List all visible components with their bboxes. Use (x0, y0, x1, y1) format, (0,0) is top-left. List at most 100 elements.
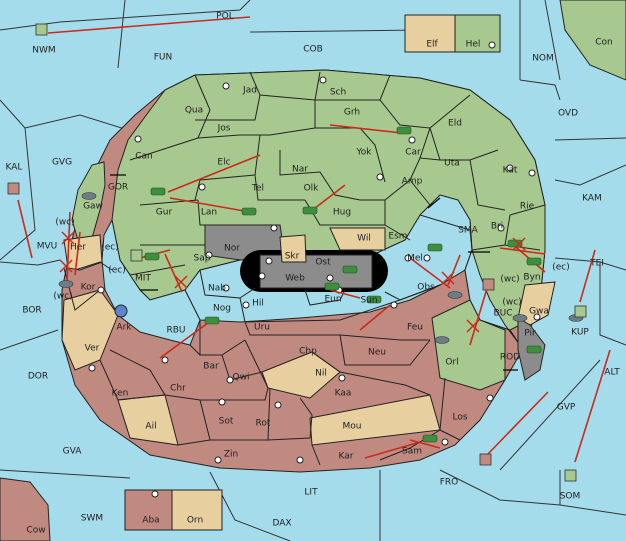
land-bri: Bri (491, 222, 503, 232)
land-obs: Obs (417, 283, 435, 293)
land-olk: Olk (304, 184, 320, 194)
sea-tei: TEI (589, 259, 604, 269)
land-kar: Kar (339, 452, 354, 462)
sea-kup: KUP (571, 328, 589, 338)
land-sot: Sot (219, 417, 234, 427)
land-sam: Sam (402, 447, 422, 457)
land-kaa: Kaa (335, 389, 352, 399)
sea-labels: POL NWM FUN COB NOM OVD KAL GVG GOR MVU … (6, 12, 621, 529)
land-rot: Rot (256, 419, 271, 429)
land-uta: Uta (444, 159, 460, 169)
land-gaw: Gaw (83, 202, 103, 212)
land-jos: Jos (217, 124, 231, 134)
land-tel: Tel (251, 184, 264, 194)
land-mel: Mel (407, 254, 423, 264)
ark-lake (114, 304, 128, 318)
land-nil: Nil (315, 369, 327, 379)
land-esm: Esm (388, 232, 407, 242)
coast-gaw-wc: (wc) (55, 218, 74, 228)
land-yok: Yok (355, 148, 372, 158)
land-nog: Nog (213, 304, 231, 314)
sea-bor: BOR (22, 306, 41, 316)
land-nor: Nor (224, 244, 240, 254)
wil-region (329, 227, 386, 251)
gaw-region (71, 161, 106, 241)
land-chr: Chr (170, 384, 186, 394)
land-qwi: Qwi (233, 373, 250, 383)
sea-lit: LIT (304, 488, 318, 498)
land-uru: Uru (254, 323, 270, 333)
orn-box (171, 489, 223, 531)
sea-fun: FUN (154, 53, 173, 63)
sea-nwm: NWM (32, 46, 55, 56)
land-nar: Nar (292, 165, 308, 175)
land-eun: Eun (324, 295, 341, 305)
land-nab: Nab (208, 284, 226, 294)
square-markers (7, 23, 587, 482)
land-skr: Skr (285, 252, 300, 262)
sea-mvu: MVU (37, 242, 58, 252)
land-hel: Hel (466, 40, 481, 50)
sea-kal: KAL (6, 163, 23, 173)
sma-inner-sea (419, 194, 521, 346)
land-ken: Ken (112, 389, 129, 399)
land-feu: Feu (407, 323, 423, 333)
coast-labels: (wc) (ec) (ec) (wc) (wc) (ec) (wc) (53, 218, 569, 308)
hel-box (454, 14, 501, 53)
land-sun: Sun (360, 296, 377, 306)
land-byn: Byn (523, 273, 540, 283)
land-lan: Lan (201, 208, 217, 218)
sea-som: SOM (560, 492, 581, 502)
land-labels: Con Elf Hel Jad Sch Qua Jos Grh Eld Can … (26, 38, 612, 536)
fleet-units (58, 192, 584, 344)
land-kat: Kat (503, 166, 518, 176)
land-bar: Bar (203, 362, 219, 372)
sea-dor: DOR (28, 372, 48, 382)
supply-centers (88, 41, 541, 498)
sea-sma: SMA (458, 226, 478, 236)
land-chp: Chp (299, 347, 317, 357)
sea-mit: MIT (135, 274, 151, 284)
land-cow: Cow (26, 526, 45, 536)
sea-fro: FRO (440, 478, 459, 488)
land-gur: Gur (156, 208, 173, 218)
land-car: Car (405, 148, 421, 158)
coast-her-ec: (ec) (101, 243, 119, 253)
land-rie: Rie (520, 202, 535, 212)
land-ark: Ark (116, 323, 132, 333)
land-orn: Orn (187, 516, 203, 526)
sea-ovd: OVD (558, 109, 578, 119)
sea-gvp: GVP (557, 403, 576, 413)
land-elf: Elf (426, 40, 438, 50)
land-con: Con (595, 38, 613, 48)
land-ost: Ost (315, 258, 331, 268)
land-ail: Ail (145, 422, 156, 432)
coast-kor-wc: (wc) (53, 292, 72, 302)
land-ver: Ver (85, 344, 100, 354)
land-eld: Eld (448, 119, 462, 129)
sea-gor: GOR (108, 183, 128, 193)
land-amp: Amp (402, 177, 423, 187)
sea-buc: BUC (493, 309, 512, 319)
strait-markers (110, 174, 518, 371)
sea-pol: POL (216, 12, 234, 22)
sea-rod: ROD (500, 353, 520, 363)
sea-rbu: RBU (166, 326, 185, 336)
land-hil: Hil (252, 299, 264, 309)
coast-gwa-wc: (wc) (502, 298, 521, 308)
land-sch: Sch (330, 88, 346, 98)
sea-gvg: GVG (52, 158, 72, 168)
sea-swm: SWM (81, 514, 103, 524)
land-los: Los (452, 413, 467, 423)
land-qua: Qua (185, 106, 203, 116)
orl-region (431, 299, 506, 391)
coast-byn-ec: (ec) (552, 263, 570, 273)
sea-dax: DAX (272, 519, 291, 529)
land-gwa: Gwa (529, 307, 549, 317)
sea-alt: ALT (604, 368, 620, 378)
land-mou: Mou (343, 422, 362, 432)
land-kor: Kor (81, 283, 96, 293)
land-grh: Grh (344, 108, 360, 118)
gwa-region (517, 281, 556, 326)
